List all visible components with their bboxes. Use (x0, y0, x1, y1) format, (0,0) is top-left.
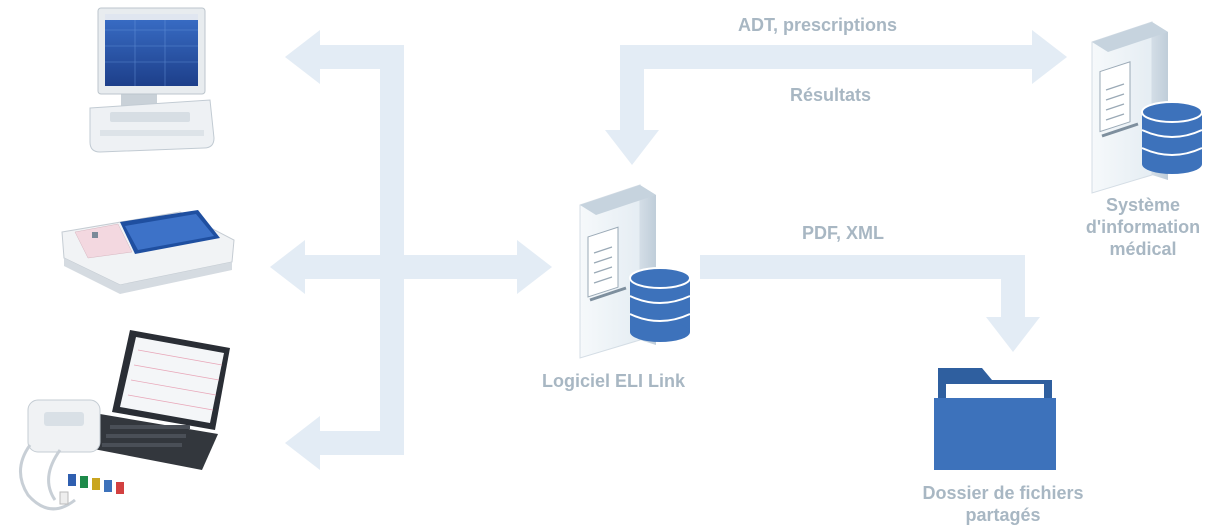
database-icon (629, 267, 691, 342)
folder-icon (934, 368, 1056, 470)
arrowhead-adt-right (1032, 30, 1067, 84)
ecg-portable-device (61, 210, 235, 294)
label-adt-prescriptions: ADT, prescriptions (738, 15, 898, 35)
ecg-cart-device (89, 7, 215, 153)
pdf-arrow-horizontal (700, 255, 1025, 279)
arrowhead-pdf-down (986, 317, 1040, 352)
arrows (270, 30, 1067, 470)
label-systeme-line2: d'information (1085, 217, 1201, 237)
arrowhead-middle-right (517, 240, 552, 294)
label-systeme-line3: médical (1109, 239, 1177, 259)
label-pdf-xml: PDF, XML (802, 223, 885, 243)
label-dossier-fichiers: Dossier de fichiers partagés (890, 482, 1116, 526)
arrowhead-top-left (285, 30, 320, 84)
server-icon (579, 184, 656, 359)
arrowhead-resultats-down (605, 130, 659, 165)
branch-middle (300, 255, 525, 279)
adt-arrow-horizontal (620, 45, 1040, 69)
label-systeme-line1: Système (1105, 195, 1181, 215)
tablet-ecg-device (19, 330, 230, 511)
trunk-vertical (380, 45, 404, 455)
label-systeme-information: Système d'information médical (1070, 194, 1216, 260)
branch-bottom (315, 431, 404, 455)
label-dossier-line1: Dossier de fichiers (922, 483, 1084, 503)
label-dossier-line2: partagés (965, 505, 1041, 525)
arrowhead-middle-left (270, 240, 305, 294)
pdf-arrow-vertical (1001, 255, 1025, 325)
label-resultats: Résultats (790, 85, 872, 105)
branch-top (315, 45, 404, 69)
database-icon (1141, 101, 1203, 174)
label-eli-link: Logiciel ELI Link (542, 371, 686, 391)
arrowhead-bottom-left (285, 416, 320, 470)
